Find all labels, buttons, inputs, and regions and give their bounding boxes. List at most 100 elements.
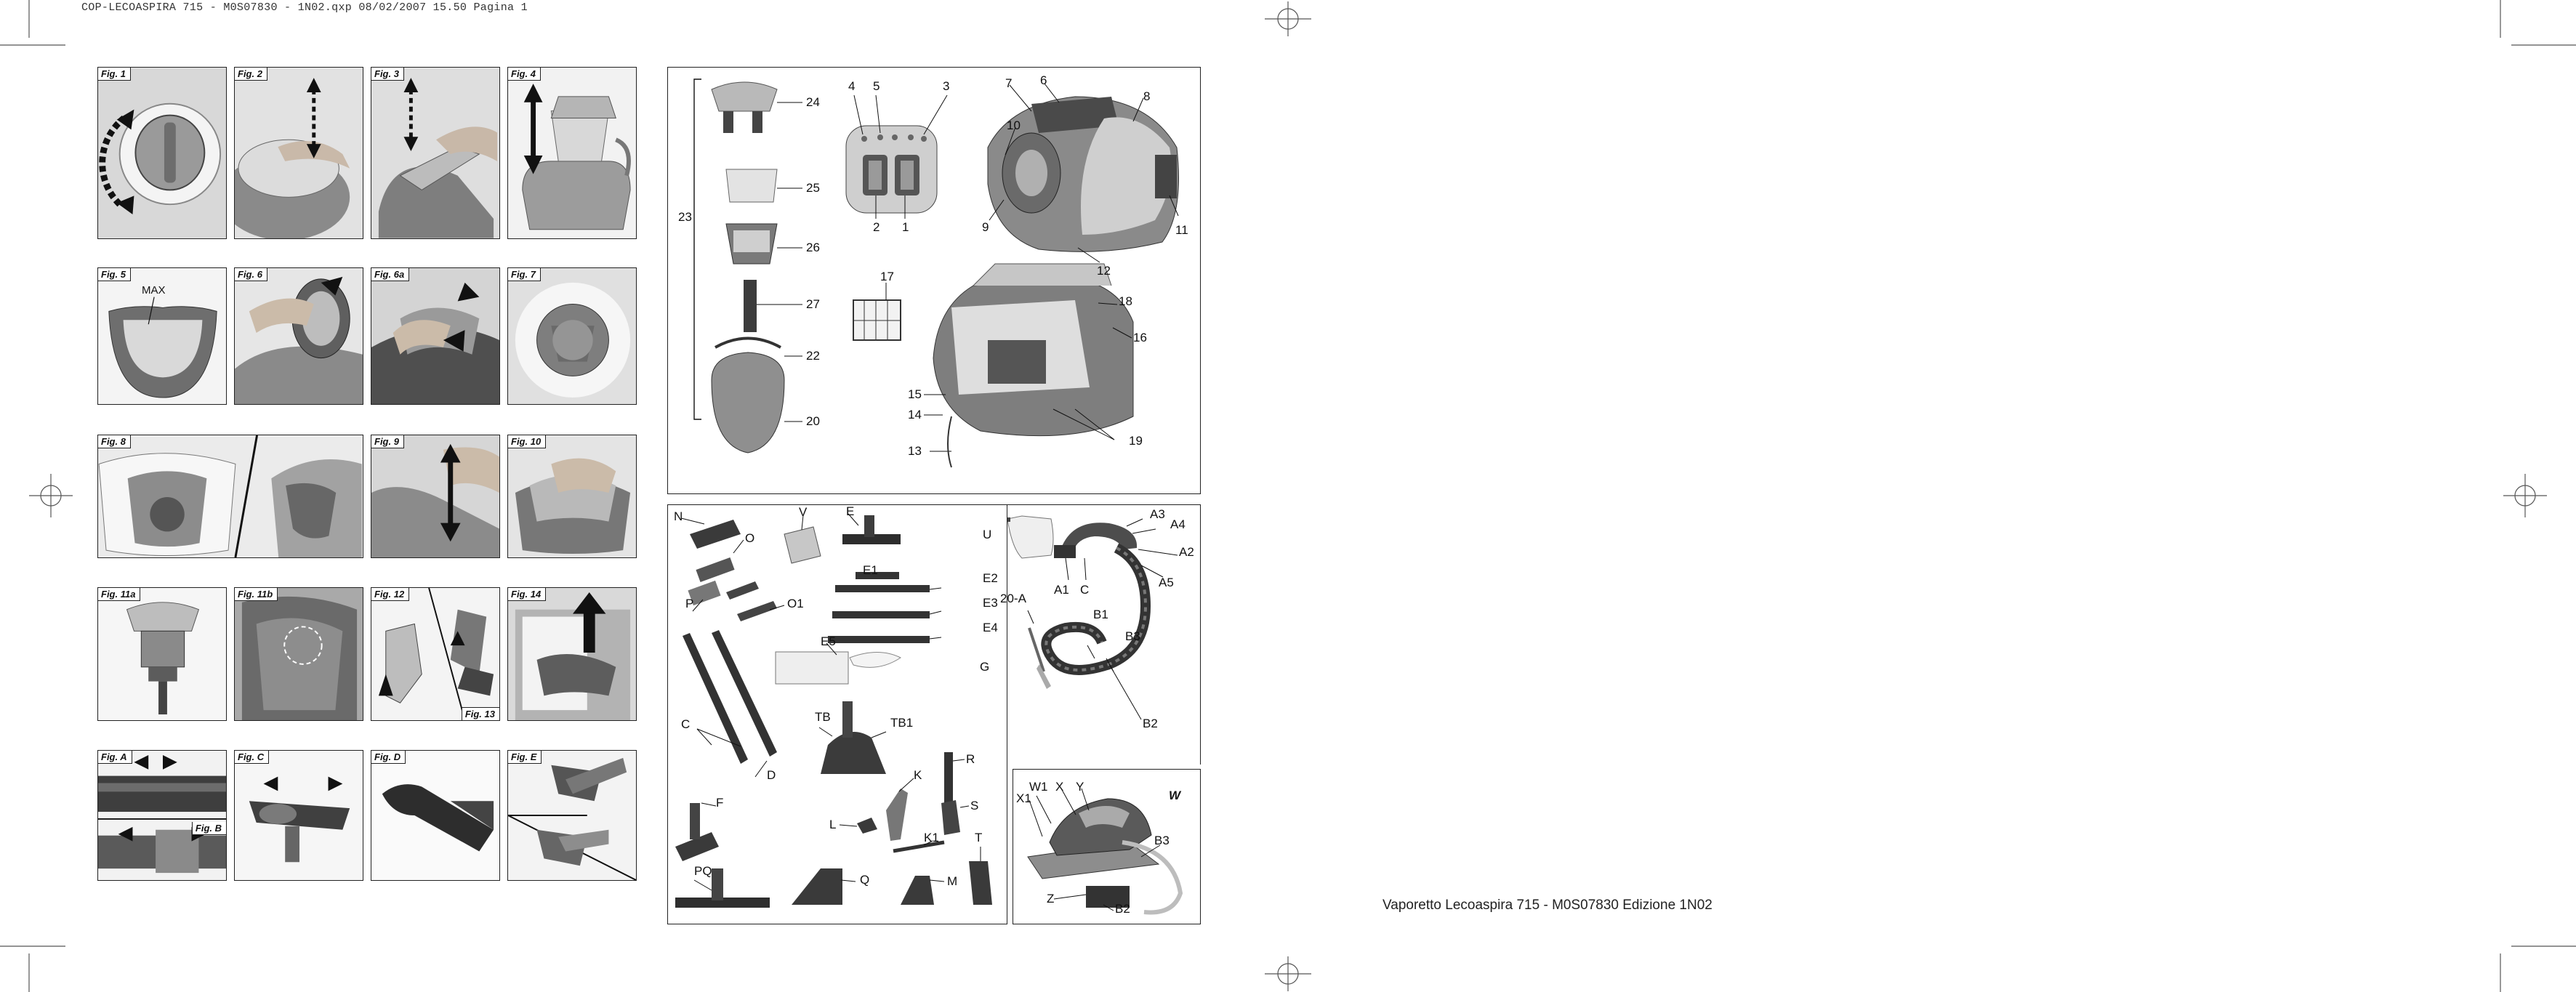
callout-A2: A2 [1179, 545, 1194, 559]
figure-12: Fig. 12 Fig. 13 [371, 587, 500, 721]
figure-14: Fig. 14 [507, 587, 637, 721]
insert-tank-hand-illustration [508, 435, 636, 557]
callout-23: 23 [678, 210, 692, 224]
filter-compartment-illustration [508, 588, 636, 720]
callout-D: D [767, 768, 776, 782]
figure-label: Fig. 14 [508, 588, 547, 601]
figure-label: Fig. 12 [371, 588, 410, 601]
callout-10: 10 [1007, 118, 1021, 132]
figure-label: Fig. E [508, 751, 542, 764]
callout-TB1: TB1 [890, 716, 914, 730]
tank-lift-illustration [508, 68, 636, 238]
callout-G: G [980, 660, 990, 674]
callout-19: 19 [1129, 434, 1143, 448]
figure-d: Fig. D [371, 750, 500, 881]
max-level-label: MAX [142, 284, 166, 297]
nozzle-attachment-illustration [371, 588, 499, 720]
figure-label: Fig. 6a [371, 268, 410, 281]
callout-X: X [1055, 780, 1064, 794]
figure-label: Fig. 11a [98, 588, 141, 601]
remove-cover-illustration [371, 68, 499, 238]
callout-27: 27 [806, 297, 820, 311]
figure-label: Fig. 6 [235, 268, 267, 281]
callout-5: 5 [873, 79, 880, 93]
document-header: COP-LECOASPIRA 715 - M0S07830 - 1N02.qxp… [81, 1, 528, 14]
hose-handle-art [1007, 515, 1178, 720]
callout-6: 6 [1040, 73, 1047, 87]
figure-label: Fig. 11b [235, 588, 278, 601]
callout-20A: 20-A [1000, 592, 1026, 605]
figure-7: Fig. 7 [507, 267, 637, 405]
water-level-max-illustration [98, 268, 226, 404]
callout-U: U [983, 528, 992, 541]
callout-P: P [685, 597, 694, 610]
callout-S: S [970, 799, 979, 812]
figure-label-13: Fig. 13 [461, 707, 499, 720]
callout-B1: B1 [1093, 608, 1108, 621]
filter-housing-illustration [235, 588, 363, 720]
figure-c: Fig. C [234, 750, 363, 881]
callout-B3: B3 [1125, 629, 1140, 643]
callout-E5: E5 [821, 634, 836, 648]
figure-label: Fig. 5 [98, 268, 131, 281]
callout-E4: E4 [983, 621, 998, 634]
callout-E3: E3 [983, 596, 998, 610]
figure-3: Fig. 3 [371, 67, 500, 239]
callout-K: K [914, 768, 922, 782]
callout-26: 26 [806, 241, 820, 254]
callout-9: 9 [982, 220, 989, 234]
iron-panel: W1 X Y X1 W B3 Z B2 [1013, 769, 1201, 924]
callout-15: 15 [908, 387, 922, 401]
figure-2: Fig. 2 [234, 67, 363, 239]
figure-11b: Fig. 11b [234, 587, 363, 721]
accessories-art [675, 513, 992, 908]
figure-8: Fig. 8 [97, 435, 363, 558]
callout-12: 12 [1097, 264, 1111, 278]
lift-handle-illustration [235, 68, 363, 238]
iron-art [1027, 788, 1183, 915]
figure-4: Fig. 4 [507, 67, 637, 239]
figure-label: Fig. 4 [508, 68, 541, 81]
callout-13: 13 [908, 444, 922, 458]
document-footer: Vaporetto Lecoaspira 715 - M0S07830 Ediz… [1382, 898, 1712, 913]
callout-W: W [1169, 789, 1181, 802]
figure-label: Fig. 7 [508, 268, 541, 281]
hose-coupling-illustration [98, 751, 226, 880]
callout-Z: Z [1047, 892, 1055, 906]
parts-diagram-art [693, 78, 1179, 468]
figure-a-b: Fig. A Fig. B [97, 750, 227, 881]
callout-18: 18 [1119, 294, 1132, 308]
figure-6a: Fig. 6a [371, 267, 500, 405]
figure-e: Fig. E 2 1 [507, 750, 637, 881]
callout-F: F [716, 796, 724, 810]
figure-11a: Fig. 11a [97, 587, 227, 721]
callout-16: 16 [1133, 331, 1147, 344]
callout-T: T [975, 831, 983, 844]
figure-label-b: Fig. B [191, 822, 226, 835]
figure-label: Fig. C [235, 751, 270, 764]
figure-label: Fig. 3 [371, 68, 404, 81]
callout-L: L [829, 818, 837, 831]
callout-O1: O1 [787, 597, 804, 610]
callout-C: C [681, 717, 691, 731]
parts-diagram-panel: 24 25 26 27 23 22 20 4 5 3 2 1 7 6 8 10 … [667, 67, 1201, 494]
callout-22: 22 [806, 349, 820, 363]
figure-5: Fig. 5 MAX [97, 267, 227, 405]
callout-20: 20 [806, 414, 820, 428]
tank-insert-illustration [371, 435, 499, 557]
callout-E1: E1 [863, 563, 878, 577]
callout-Y: Y [1076, 780, 1084, 794]
filter-removal-illustration [235, 268, 363, 404]
figure-label: Fig. 10 [508, 435, 547, 448]
filter-release-illustration [371, 268, 499, 404]
figure-label: Fig. 2 [235, 68, 267, 81]
callout-C-hose: C [1080, 583, 1090, 597]
callout-N: N [674, 509, 683, 523]
nozzle-release-illustration [235, 751, 363, 880]
callout-B3-iron: B3 [1154, 834, 1170, 847]
callout-TB: TB [815, 710, 831, 724]
callout-24: 24 [806, 95, 820, 109]
callout-Q: Q [860, 873, 870, 887]
callout-PQ: PQ [694, 864, 712, 878]
callout-W1: W1 [1029, 780, 1048, 794]
